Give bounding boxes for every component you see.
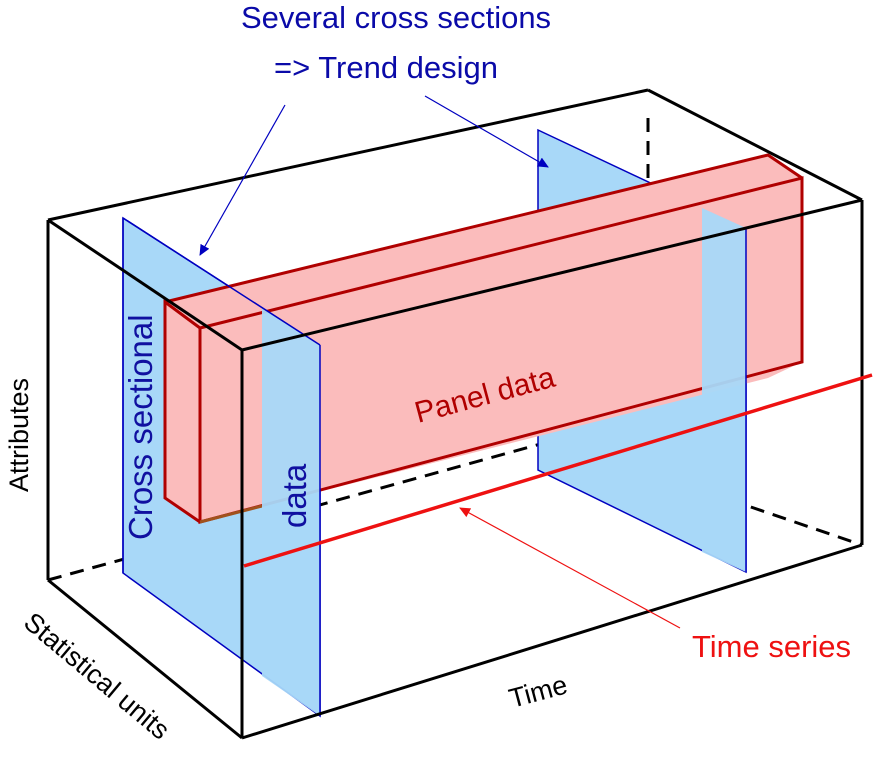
annotation-arrow-right: [424, 95, 549, 168]
cube-back-edges: [46, 88, 864, 580]
cross-section-plane-right-front: [702, 208, 746, 572]
time-series-label: Time series: [692, 629, 851, 664]
cross-section-plane-left-front: [262, 308, 320, 716]
time-series-arrow: [459, 507, 681, 629]
axis-label-time: Time: [506, 670, 571, 714]
time-series-line: [243, 373, 873, 568]
panel-data-prism: [163, 153, 804, 524]
cube-front-edges: [47, 198, 863, 740]
axis-label-statistical-units: Statistical units: [18, 607, 175, 746]
cross-sectional-data-label: data: [276, 463, 313, 528]
axis-label-attributes: Attributes: [4, 378, 34, 492]
annotation-arrow-left: [199, 104, 286, 256]
annotation-line-2: => Trend design: [274, 50, 498, 85]
cross-sectional-label: Cross sectional: [122, 314, 159, 540]
annotation-line-1: Several cross sections: [241, 0, 551, 35]
